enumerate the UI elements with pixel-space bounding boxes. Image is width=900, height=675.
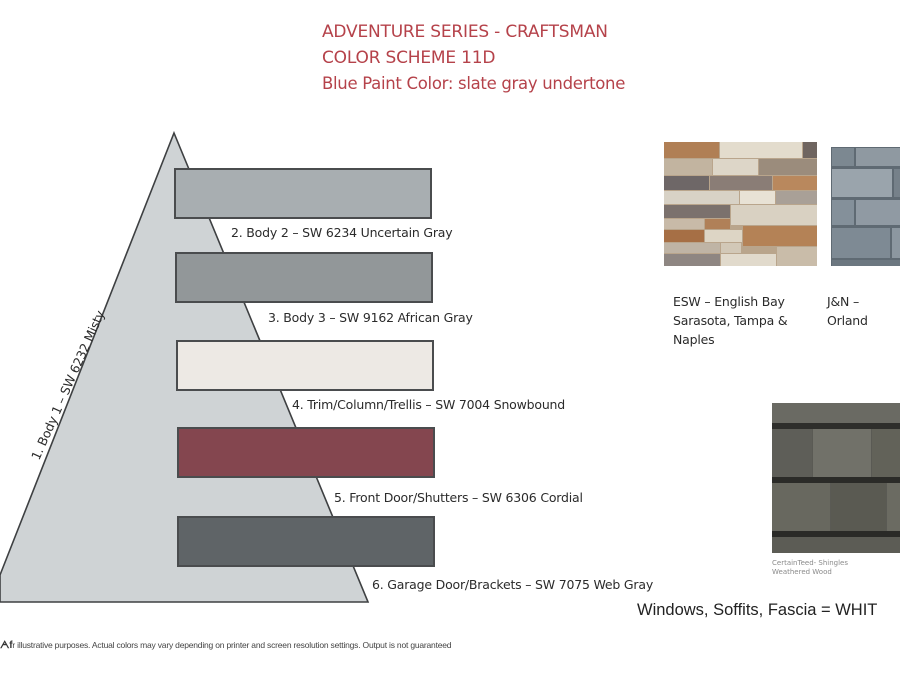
jn-caption-line2: Orland xyxy=(827,313,868,328)
jn-caption: J&N – Orland xyxy=(827,292,868,330)
english-bay-caption-line2: Sarasota, Tampa & xyxy=(673,313,788,328)
shingle-texture xyxy=(772,403,900,553)
disclaimer-mark: ᗅf xyxy=(0,640,13,651)
stacked-stone-texture xyxy=(664,142,817,266)
swatch-body-2 xyxy=(174,168,432,219)
shingles-caption-line2: Weathered Wood xyxy=(772,568,832,576)
english-bay-stone-image xyxy=(664,142,817,266)
jn-caption-line1: J&N – xyxy=(827,294,860,309)
swatch-body-3 xyxy=(175,252,433,303)
label-front-door: 5. Front Door/Shutters – SW 6306 Cordial xyxy=(334,490,583,505)
windows-soffits-fascia-note: Windows, Soffits, Fascia = WHIT xyxy=(637,601,878,619)
jn-stone-image xyxy=(831,147,900,266)
english-bay-caption-line3: Naples xyxy=(673,332,715,347)
series-title: ADVENTURE SERIES - CRAFTSMAN xyxy=(322,22,608,42)
gray-stone-texture xyxy=(832,148,900,266)
shingles-image xyxy=(772,403,900,553)
shingles-caption: CertainTeed- Shingles Weathered Wood xyxy=(772,559,848,577)
paint-color-subtitle: Blue Paint Color: slate gray undertone xyxy=(322,74,626,93)
label-body-2: 2. Body 2 – SW 6234 Uncertain Gray xyxy=(231,225,453,240)
english-bay-caption: ESW – English Bay Sarasota, Tampa & Napl… xyxy=(673,292,788,349)
label-body-3: 3. Body 3 – SW 9162 African Gray xyxy=(268,310,473,325)
scheme-title: COLOR SCHEME 11D xyxy=(322,48,496,68)
swatch-front-door xyxy=(177,427,435,478)
label-garage-door: 6. Garage Door/Brackets – SW 7075 Web Gr… xyxy=(372,577,654,592)
swatch-trim xyxy=(176,340,434,391)
english-bay-caption-line1: ESW – English Bay xyxy=(673,294,785,309)
disclaimer-text: r illustrative purposes. Actual colors m… xyxy=(12,640,452,650)
swatch-garage-door xyxy=(177,516,435,567)
label-trim: 4. Trim/Column/Trellis – SW 7004 Snowbou… xyxy=(292,397,566,412)
shingles-caption-line1: CertainTeed- Shingles xyxy=(772,559,848,567)
disclaimer: ᗅfr illustrative purposes. Actual colors… xyxy=(0,640,452,651)
